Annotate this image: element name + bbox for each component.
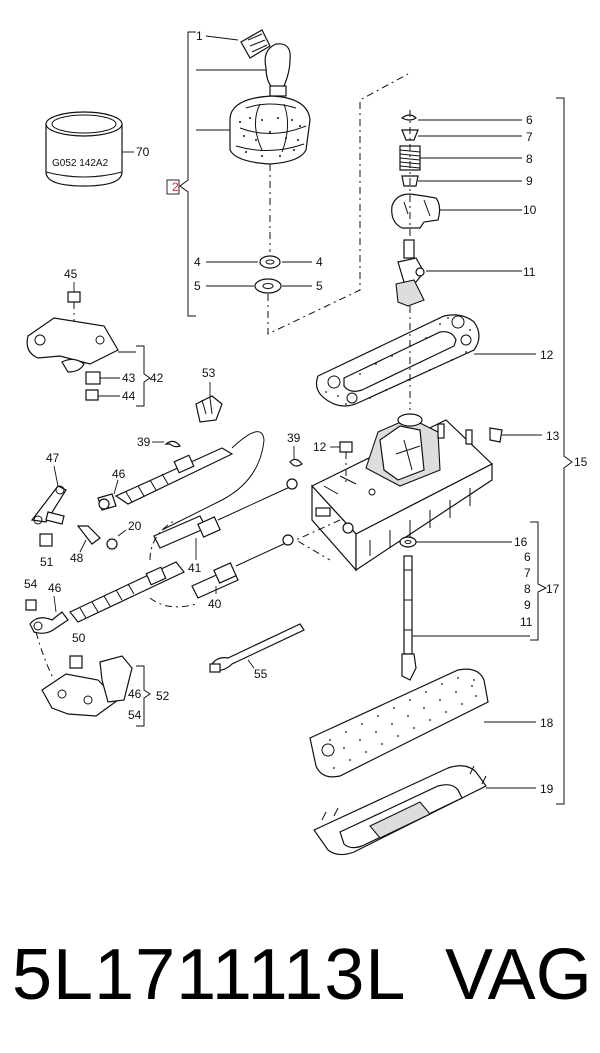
callout-46-middle: 46: [48, 581, 62, 595]
part-number-text: 5L1711113L: [12, 935, 407, 1015]
bracket-52-part: [41, 655, 133, 717]
gear-boot-part: [229, 95, 311, 165]
callout-55: 55: [254, 667, 268, 681]
shifter-housing-part: [311, 413, 494, 572]
ring-70-label: G052 142A2: [52, 158, 109, 169]
gasket-12-part: [315, 314, 480, 407]
bush-43-part: [85, 371, 101, 385]
callout-20: 20: [128, 519, 142, 533]
callout-12-bolt: 12: [313, 440, 327, 454]
cable-tie-55-part: [209, 623, 305, 673]
block-51-part: [39, 533, 53, 547]
shift-rod-part: [401, 555, 417, 681]
callout-18: 18: [540, 716, 554, 730]
callout-8-group: 8: [524, 582, 531, 596]
callout-42: 42: [150, 371, 164, 385]
callout-1: 1: [196, 29, 203, 43]
callout-19: 19: [540, 782, 554, 796]
callout-2: 2: [172, 180, 179, 194]
washer-5-part: [254, 278, 282, 294]
knob-cap-part: [240, 29, 271, 59]
clip-53-part: [195, 395, 223, 423]
callout-6: 6: [526, 113, 533, 127]
callout-4-left: 4: [194, 255, 201, 269]
callout-39-right: 39: [287, 431, 301, 445]
callout-41: 41: [188, 561, 202, 575]
callout-12-gasket: 12: [540, 348, 554, 362]
callout-13: 13: [546, 429, 560, 443]
washer-16-part: [399, 536, 417, 548]
callout-11-group: 11: [520, 615, 533, 629]
lever-47-part: [30, 485, 67, 525]
bush-44-part: [85, 389, 99, 401]
callout-54-lower: 54: [128, 708, 142, 722]
nut-54-upper: [25, 599, 37, 611]
cable-41-part: [114, 431, 298, 549]
callout-17: 17: [546, 582, 560, 596]
bolt-45-part: [67, 291, 81, 352]
brand-text: VAG: [445, 935, 592, 1015]
part-10-guide: [391, 193, 441, 229]
callout-2-highlight-box: [166, 179, 180, 195]
bolt-12-part: [339, 441, 353, 486]
pin-48-part: [76, 525, 101, 545]
callout-39-upper: 39: [137, 435, 151, 449]
part-7-bush: [401, 129, 419, 141]
nut-13-part: [489, 427, 503, 443]
callout-47: 47: [46, 451, 60, 465]
part-11-selector: [395, 239, 425, 307]
callout-9: 9: [526, 174, 533, 188]
washer-4-part: [259, 255, 281, 269]
gear-knob-part: [264, 43, 291, 97]
part-6-clip: [400, 114, 417, 121]
callout-15: 15: [574, 455, 588, 469]
cable-40-part: [69, 534, 294, 623]
callout-51: 51: [40, 555, 54, 569]
clip-39-upper: [164, 440, 181, 448]
base-plate-18-part: [309, 668, 489, 778]
cable-end-46-lower: [29, 611, 69, 634]
callout-10: 10: [523, 203, 537, 217]
bottom-frame-19-part: [313, 765, 487, 856]
callout-48: 48: [70, 551, 84, 565]
callout-70: 70: [136, 145, 150, 159]
callout-5-right: 5: [316, 279, 323, 293]
callout-50: 50: [72, 631, 86, 645]
callout-9-group: 9: [524, 598, 531, 612]
callout-43: 43: [122, 371, 136, 385]
callout-46-lower: 46: [128, 687, 142, 701]
callout-11: 11: [523, 265, 536, 279]
footer: 5L1711113L VAG: [0, 920, 600, 1030]
callout-6-group: 6: [524, 550, 531, 564]
bracket-42-part: [26, 317, 119, 373]
callout-7: 7: [526, 130, 533, 144]
clip-20-part: [106, 538, 118, 550]
callout-4-right: 4: [316, 255, 323, 269]
callout-40: 40: [208, 597, 222, 611]
exploded-parts-diagram: 1 2 4 4 5 5: [24, 29, 588, 856]
callout-16: 16: [514, 535, 528, 549]
callout-5-left: 5: [194, 279, 201, 293]
callout-45: 45: [64, 267, 78, 281]
cable-end-46-upper: [97, 493, 117, 511]
callout-53: 53: [202, 366, 216, 380]
callout-8: 8: [526, 152, 533, 166]
nut-50-part: [69, 655, 83, 669]
callout-44: 44: [122, 389, 136, 403]
callout-46-upper: 46: [112, 467, 126, 481]
callout-52: 52: [156, 689, 170, 703]
ring-70-part: [45, 111, 123, 187]
callout-7-group: 7: [524, 566, 531, 580]
clip-39-right: [289, 458, 303, 467]
callout-54-upper: 54: [24, 577, 38, 591]
